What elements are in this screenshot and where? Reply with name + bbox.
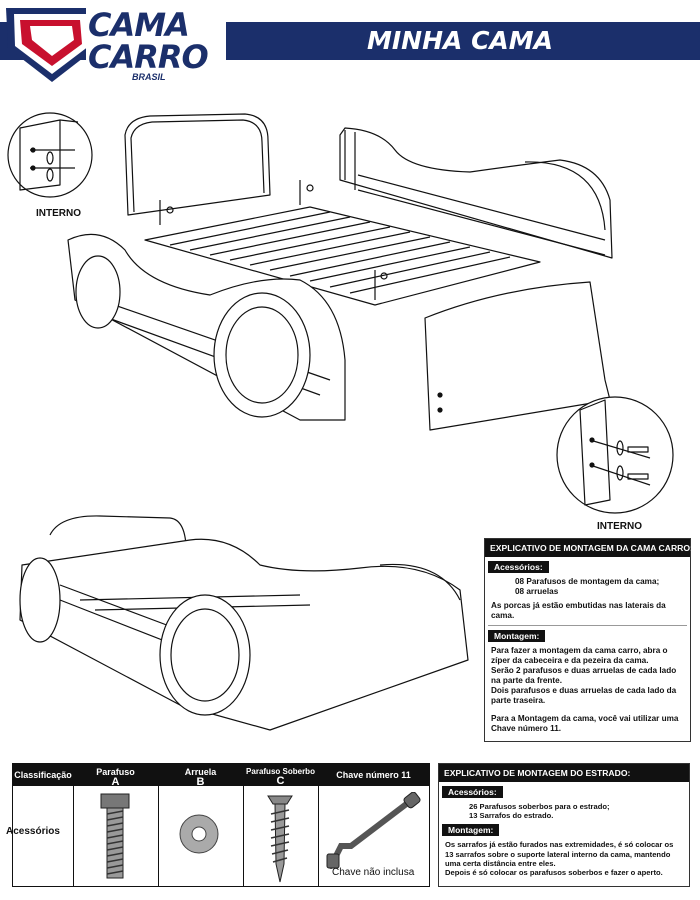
page-title: MINHA CAMA CARRO xyxy=(367,26,553,93)
box-estrado-acessorio-line: 26 Parafusos soberbos para o estrado; xyxy=(469,802,610,811)
divider xyxy=(488,625,687,626)
washer-icon xyxy=(179,814,219,854)
box-estrado-acessorios-head: Acessórios: xyxy=(442,786,503,798)
box-cama-montagem-p2: Serão 2 parafusos e duas arruelas de cad… xyxy=(491,666,677,685)
parts-table-header xyxy=(13,764,429,786)
row-label-acessorios: Acessórios xyxy=(6,826,60,837)
assembly-diagram xyxy=(7,112,674,731)
box-estrado-montagem-p1: Os sarrafos já estão furados nas extremi… xyxy=(445,840,674,868)
bolt-icon xyxy=(100,793,130,879)
bed-slats xyxy=(144,206,541,306)
side-panel-left xyxy=(67,233,346,421)
wood-screw-icon xyxy=(267,795,293,883)
label-interno-right: INTERNO xyxy=(597,521,642,532)
detail-circle-right xyxy=(556,396,674,514)
divider xyxy=(158,764,159,886)
logo-word-carro: CARRO xyxy=(88,38,209,76)
box-cama-montagem-head: Montagem: xyxy=(488,630,546,642)
detail-circle-left xyxy=(7,112,93,198)
box-cama-acessorio-line: 08 arruelas xyxy=(515,587,559,596)
col-parafuso-soberbo: Parafuso Soberbo C xyxy=(246,767,315,787)
logo-word-cama: CAMA xyxy=(88,6,190,44)
box-estrado-montagem-p2: Depois é só colocar os parafusos soberbo… xyxy=(445,868,663,878)
col-classificacao: Classificação xyxy=(14,770,72,780)
side-panel-right xyxy=(339,127,613,259)
box-cama-acessorios-head: Acessórios: xyxy=(488,561,549,573)
col-chave: Chave número 11 xyxy=(336,770,411,780)
headboard xyxy=(124,113,314,225)
box-estrado-acessorio-line: 13 Sarrafos do estrado. xyxy=(469,811,554,821)
divider xyxy=(318,764,319,886)
footboard xyxy=(424,281,611,431)
divider xyxy=(73,764,74,886)
assembled-bed xyxy=(19,515,469,731)
parts-table: Classificação Parafuso A Arruela B Paraf… xyxy=(12,763,430,887)
box-cama-porcas: As porcas já estão embutidas nas laterai… xyxy=(491,601,666,620)
divider xyxy=(243,764,244,886)
box-estrado-title: EXPLICATIVO DE MONTAGEM DO ESTRADO: xyxy=(439,764,689,782)
box-cama-montagem-p3: Dois parafusos e duas arruelas de cada l… xyxy=(491,686,677,705)
label-interno-left: INTERNO xyxy=(36,208,81,219)
col-arruela: Arruela B xyxy=(184,767,217,788)
box-cama-acessorio-line: 08 Parafusos de montagem da cama; xyxy=(515,577,660,586)
brand-logo: CAMA CARRO BRASIL xyxy=(0,0,230,90)
col-parafuso: Parafuso A xyxy=(96,767,135,788)
chave-nao-inclusa-note: Chave não inclusa xyxy=(332,867,415,878)
box-cama-montagem-p1: Para fazer a montagem da cama carro, abr… xyxy=(491,646,668,665)
logo-subtitle: BRASIL xyxy=(132,72,166,82)
box-cama-title: EXPLICATIVO DE MONTAGEM DA CAMA CARRO: xyxy=(485,539,693,557)
box-cama-montagem-p4: Para a Montagem da cama, você vai utiliz… xyxy=(491,714,679,733)
wrench-icon xyxy=(326,792,421,869)
box-estrado-montagem-head: Montagem: xyxy=(442,824,500,837)
logo-shield-icon xyxy=(6,2,226,86)
box-montagem-estrado: EXPLICATIVO DE MONTAGEM DO ESTRADO: Aces… xyxy=(438,763,690,887)
box-montagem-cama: EXPLICATIVO DE MONTAGEM DA CAMA CARRO: A… xyxy=(484,538,693,742)
